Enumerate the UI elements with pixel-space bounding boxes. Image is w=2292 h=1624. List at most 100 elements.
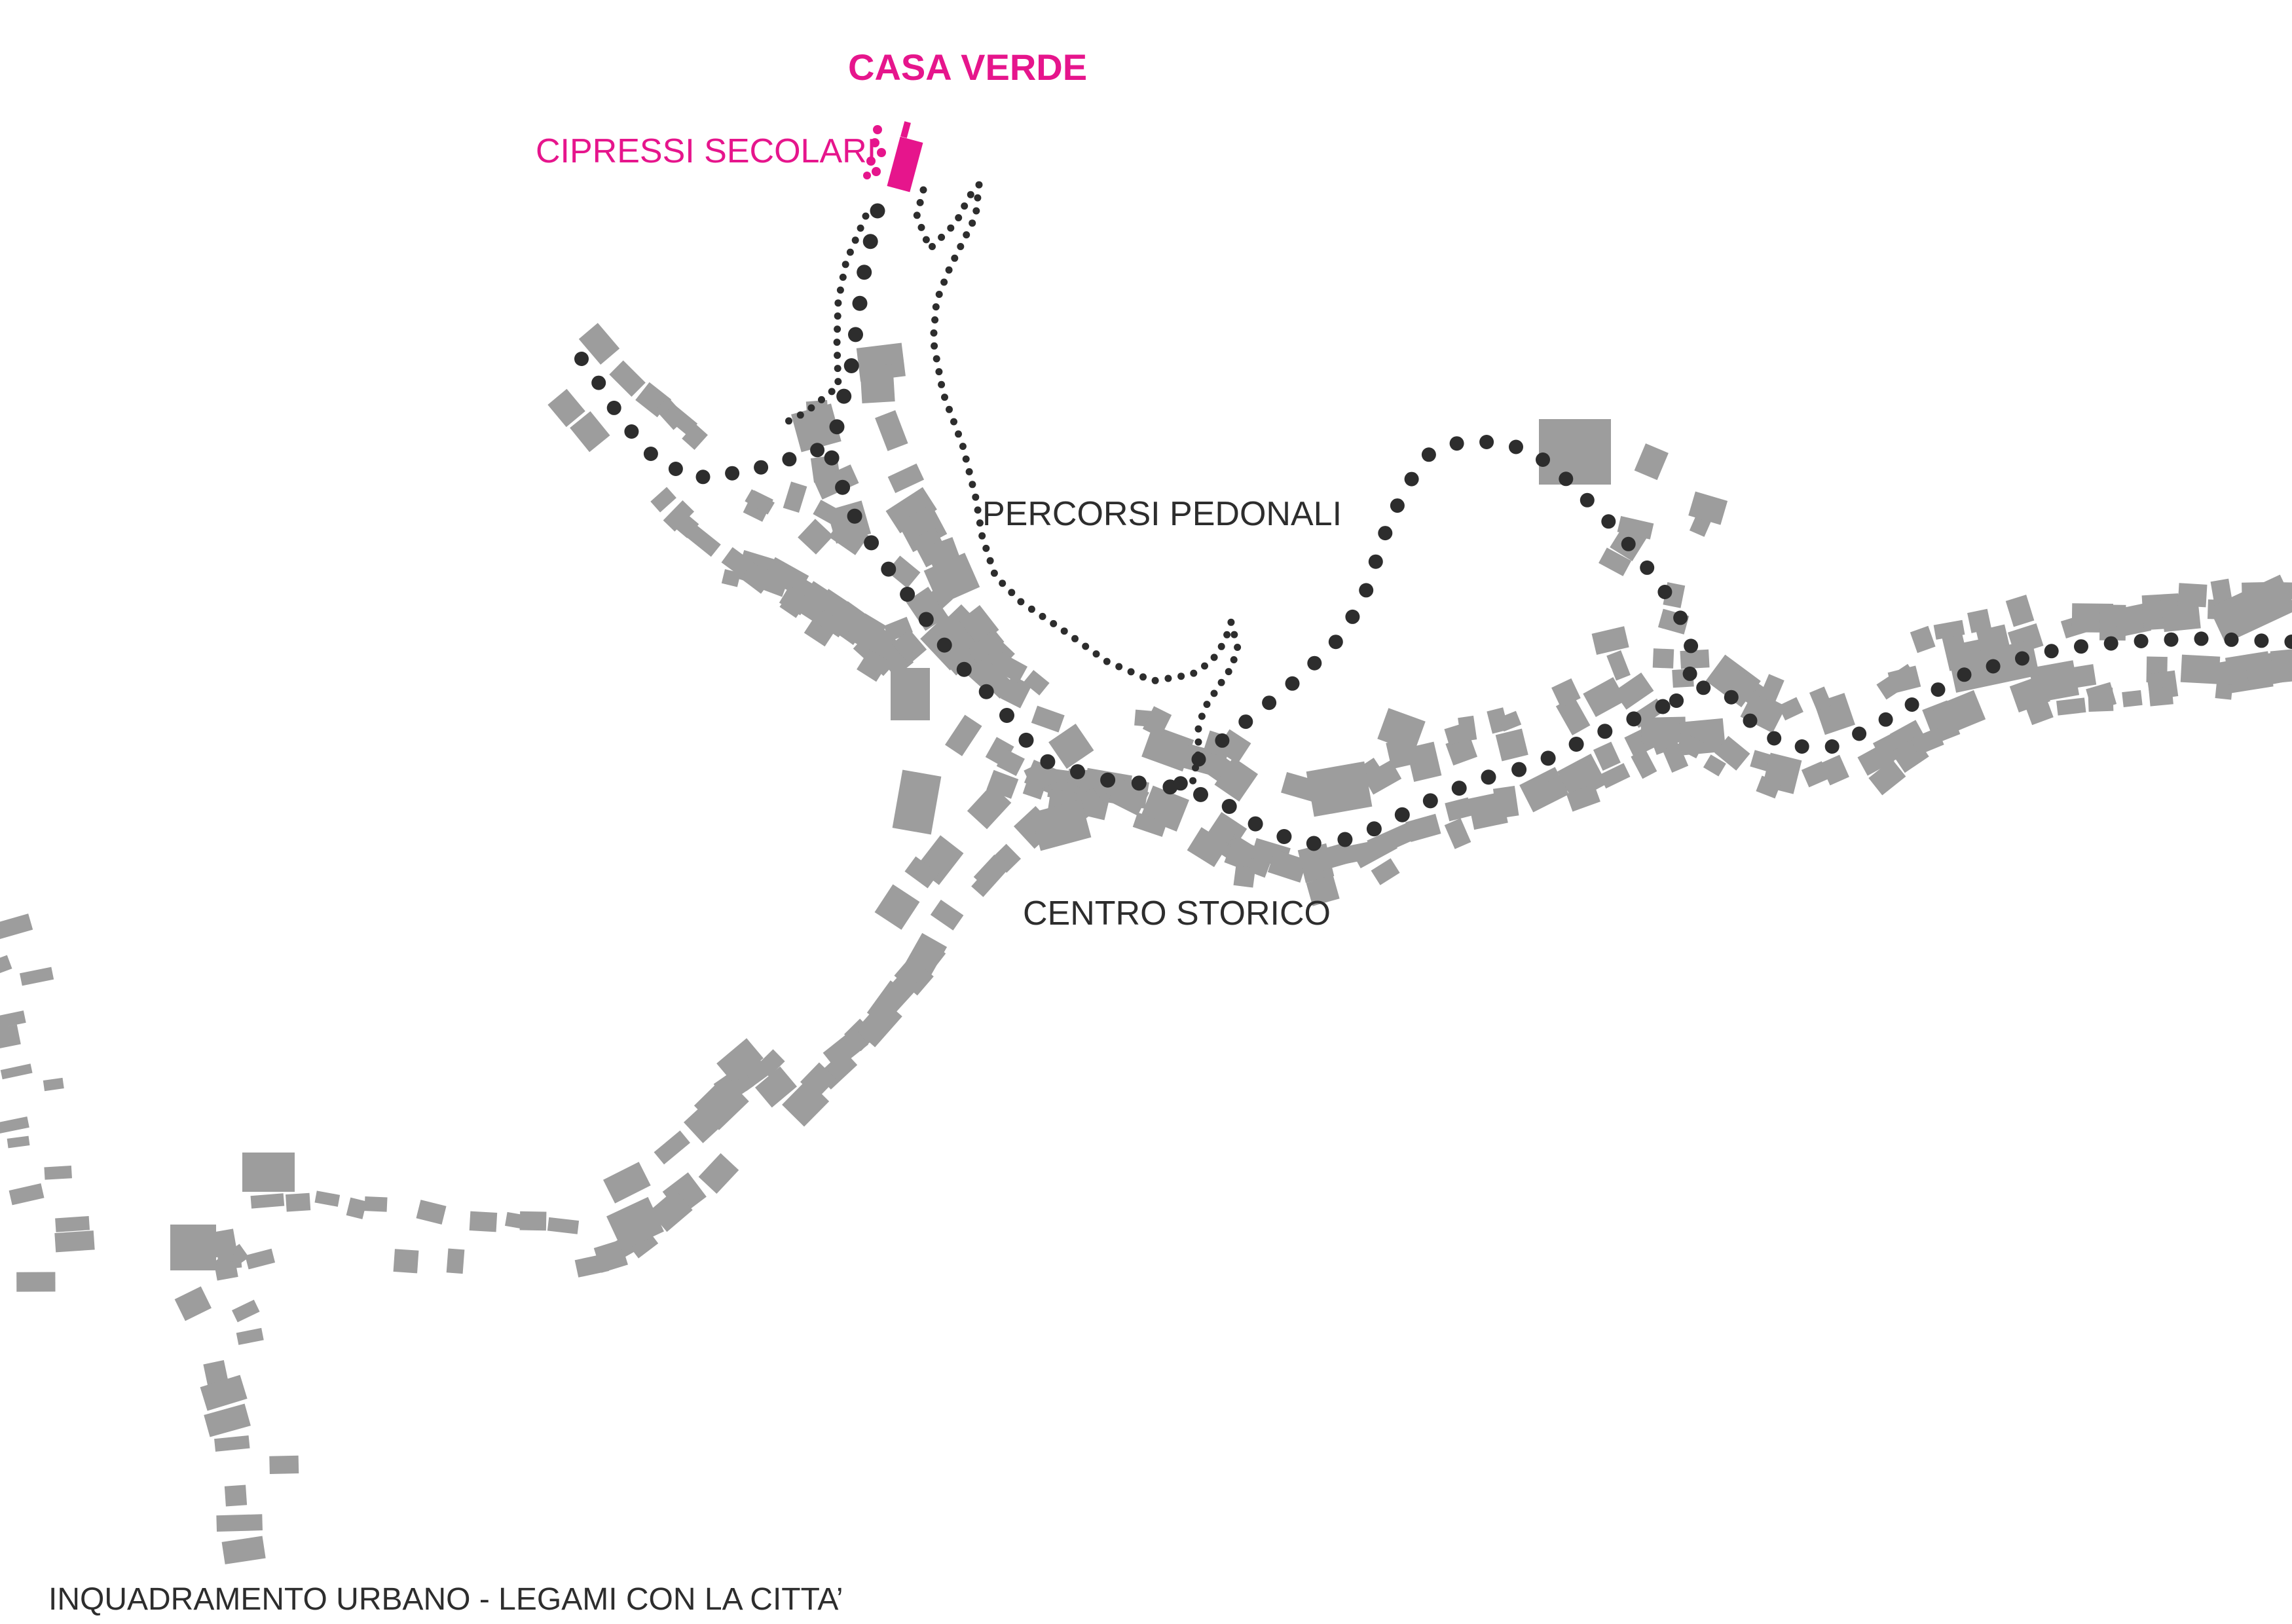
building-footprint xyxy=(1306,761,1373,817)
path-dot xyxy=(982,544,990,552)
route-dot xyxy=(847,508,862,524)
path-dot xyxy=(796,411,804,419)
route-dot xyxy=(1767,731,1782,746)
route-dot xyxy=(2015,651,2029,666)
building-footprint xyxy=(16,1272,56,1292)
building-footprint xyxy=(1105,776,1149,816)
route-dot xyxy=(1345,609,1360,624)
building-footprint xyxy=(609,360,646,397)
building-footprint xyxy=(43,1077,64,1092)
path-dot xyxy=(917,223,925,231)
route-dot xyxy=(1173,776,1188,791)
building-footprint xyxy=(0,1010,26,1031)
building-footprint xyxy=(716,1038,764,1084)
building-footprint xyxy=(1631,748,1657,779)
building-footprint xyxy=(1406,741,1442,783)
building-footprint xyxy=(1809,686,1832,712)
building-footprint xyxy=(1967,608,1992,633)
building-footprint xyxy=(967,629,1005,663)
building-footprint xyxy=(654,1130,690,1165)
route-dot xyxy=(1640,560,1655,575)
path-dot xyxy=(828,388,836,396)
route-dot xyxy=(1696,680,1711,695)
building-footprint xyxy=(663,403,698,436)
building-footprint xyxy=(446,1248,465,1274)
building-footprint xyxy=(894,956,934,996)
building-footprint xyxy=(779,587,809,618)
route-dot xyxy=(1100,772,1116,788)
route-dot xyxy=(1285,676,1300,691)
route-dot xyxy=(1040,754,1056,769)
building-footprint xyxy=(602,1162,651,1204)
path-dot xyxy=(972,493,980,501)
route-dot xyxy=(1655,699,1671,714)
path-dot xyxy=(957,243,965,250)
route-dot xyxy=(668,462,683,476)
building-footprint xyxy=(0,1024,21,1051)
building-footprint xyxy=(214,1435,250,1452)
path-dot xyxy=(935,368,943,376)
route-dot xyxy=(1390,498,1405,513)
route-dot xyxy=(824,450,840,466)
building-footprint xyxy=(1634,443,1669,481)
route-dot xyxy=(1307,655,1322,671)
building-footprint xyxy=(1640,716,1686,744)
path-dot xyxy=(1151,676,1159,684)
route-dot xyxy=(1669,693,1684,708)
building-footprint xyxy=(2208,574,2292,644)
building-footprint xyxy=(685,524,721,557)
building-footprint xyxy=(250,1193,285,1209)
building-footprint xyxy=(44,1166,72,1180)
building-footprint xyxy=(1458,715,1477,742)
route-dot xyxy=(1248,816,1263,832)
building-footprint xyxy=(1224,838,1274,878)
route-dot xyxy=(1191,752,1206,767)
building-footprint xyxy=(740,564,772,594)
building-footprint xyxy=(904,856,939,889)
building-footprint xyxy=(887,555,921,589)
building-footprint xyxy=(1267,849,1308,883)
route-dot xyxy=(900,587,915,602)
path-dot xyxy=(1189,777,1197,784)
route-dot xyxy=(1559,471,1574,487)
building-footprint xyxy=(505,1211,523,1228)
main-pedestrian-route xyxy=(574,203,2292,851)
building-footprint xyxy=(1910,625,1936,654)
path-dot xyxy=(941,394,948,401)
route-dot xyxy=(1597,724,1613,739)
path-dot xyxy=(999,580,1007,587)
route-dot xyxy=(1193,786,1208,802)
building-footprint xyxy=(519,1211,547,1231)
path-dot xyxy=(972,207,980,215)
building-footprint xyxy=(269,1455,299,1475)
building-footprint xyxy=(991,843,1022,873)
path-dot xyxy=(836,286,844,294)
cipressi-secolari-label: CIPRESSI SECOLARI xyxy=(536,132,876,170)
building-footprint xyxy=(1233,865,1256,888)
route-dot xyxy=(1878,712,1893,727)
path-dot xyxy=(945,266,953,274)
building-footprint xyxy=(1868,759,1906,796)
building-footprint xyxy=(19,967,54,986)
building-footprint xyxy=(9,1183,45,1206)
building-footprint xyxy=(1377,708,1426,752)
route-dot xyxy=(864,535,879,551)
path-dot xyxy=(931,342,938,350)
route-dot xyxy=(1366,821,1382,837)
building-footprint xyxy=(885,487,937,534)
building-footprint xyxy=(224,1485,248,1507)
building-footprint xyxy=(891,629,927,665)
building-footprint xyxy=(1306,875,1340,906)
path-dot xyxy=(1190,669,1198,677)
route-dot xyxy=(725,466,740,481)
route-dot xyxy=(606,400,621,415)
path-dot xyxy=(1027,605,1035,613)
path-dot xyxy=(978,532,986,540)
building-footprint xyxy=(174,1286,212,1321)
building-footprint xyxy=(1778,697,1803,721)
building-footprint xyxy=(0,1116,29,1134)
path-dot xyxy=(1164,674,1172,682)
path-dot xyxy=(940,278,948,286)
path-dot xyxy=(834,325,841,333)
building-footprint xyxy=(930,899,964,931)
